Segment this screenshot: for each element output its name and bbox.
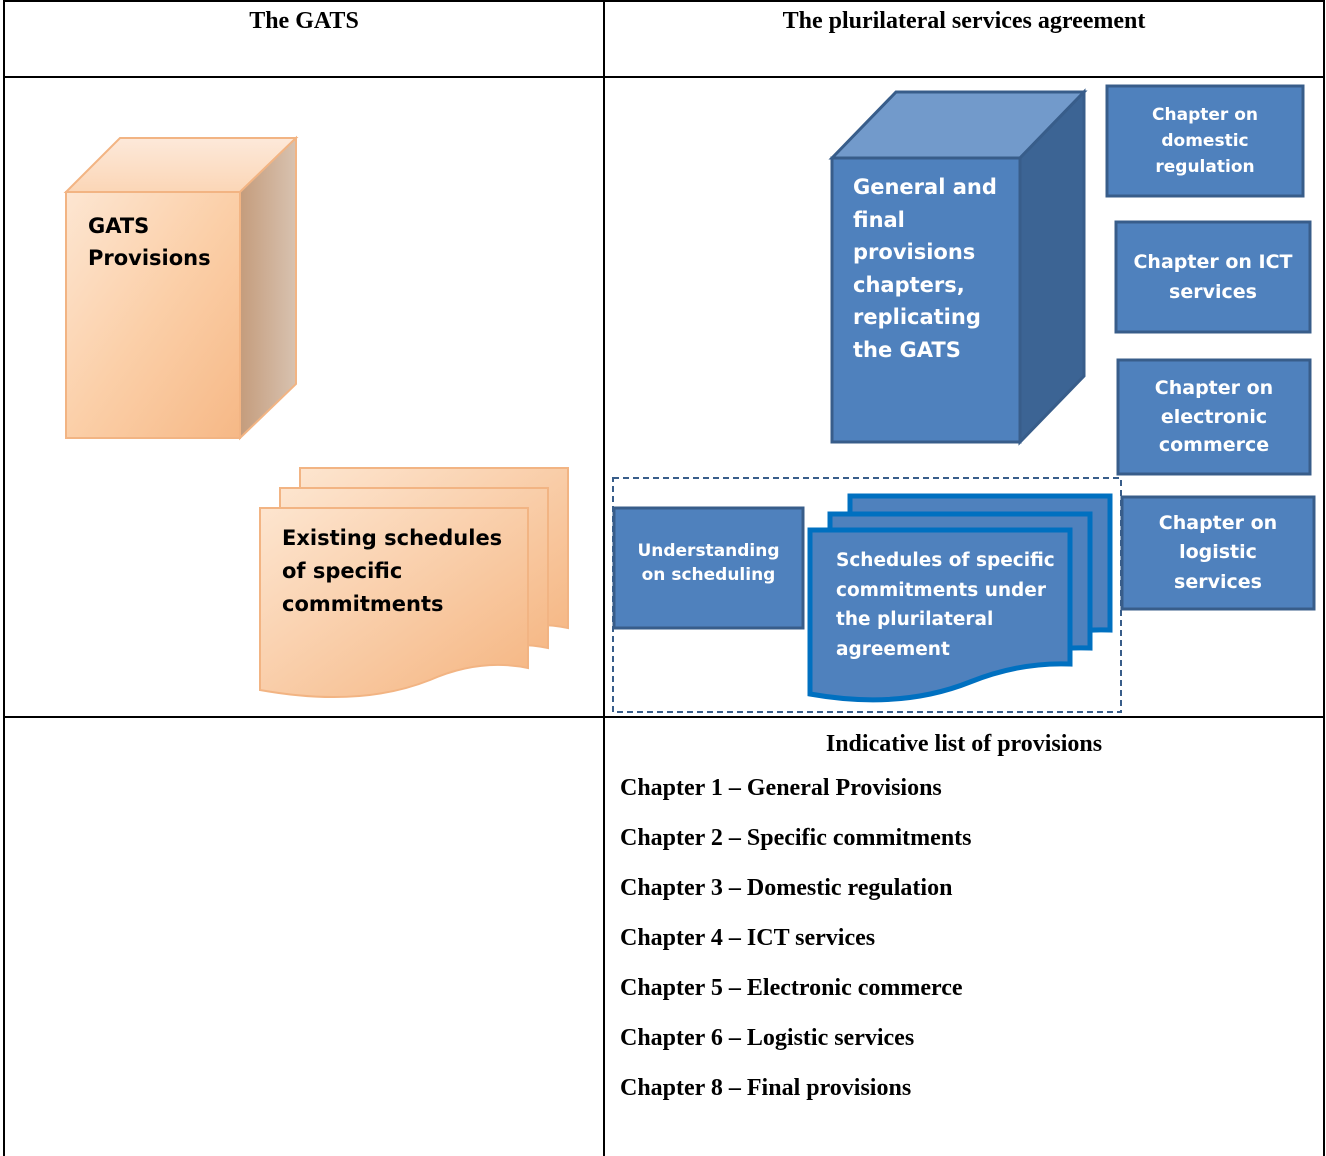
gats-provisions-cube xyxy=(63,135,299,441)
table-divider-row2 xyxy=(3,716,1325,718)
plurilateral-schedules-label: Schedules of specific commitments under … xyxy=(836,550,1055,660)
list-item: Chapter 6 – Logistic services xyxy=(620,1025,915,1051)
list-item: Chapter 1 – General Provisions xyxy=(620,775,942,801)
general-cube-front xyxy=(830,156,1022,444)
understanding-box xyxy=(612,506,805,630)
right-column-header: The plurilateral services agreement xyxy=(782,8,1146,34)
scheduling-group-dashed-border xyxy=(612,477,1122,713)
chapter-ict-services-label: Chapter on ICT services xyxy=(1133,251,1293,303)
list-item: Chapter 2 – Specific commitments xyxy=(620,825,972,851)
understanding-label: Understanding on scheduling xyxy=(637,541,780,585)
general-provisions-label: General and final provisions chapters, r… xyxy=(853,175,997,362)
chapter-ict-services-box xyxy=(1114,220,1312,334)
table-border-left xyxy=(3,0,5,1156)
chapter-electronic-commerce-box xyxy=(1116,358,1312,476)
table-border-top xyxy=(3,0,1325,2)
existing-schedules-stack xyxy=(259,467,569,698)
plurilateral-schedule-front xyxy=(807,527,1073,703)
table-divider-row1 xyxy=(3,76,1325,78)
gats-cube-front xyxy=(65,191,241,439)
list-item: Chapter 3 – Domestic regulation xyxy=(620,875,953,901)
list-item: Chapter 8 – Final provisions xyxy=(620,1075,912,1101)
list-item: Chapter 5 – Electronic commerce xyxy=(620,975,963,1001)
gats-provisions-label: GATS Provisions xyxy=(88,214,211,270)
chapter-domestic-regulation-box xyxy=(1105,84,1305,198)
general-provisions-cube xyxy=(828,88,1088,446)
existing-schedules-label: Existing schedules of specific commitmen… xyxy=(282,526,503,616)
existing-schedule-front xyxy=(259,507,529,698)
plurilateral-schedules-stack xyxy=(807,493,1113,703)
chapter-logistic-services-box xyxy=(1120,495,1316,611)
table-divider-vertical xyxy=(603,0,605,1156)
indicative-list-title: Indicative list of provisions xyxy=(825,731,1103,757)
left-column-header: The GATS xyxy=(249,8,359,34)
indicative-list: Chapter 1 – General Provisions Chapter 2… xyxy=(620,770,972,1120)
list-item: Chapter 4 – ICT services xyxy=(620,925,876,951)
chapter-logistic-services-label: Chapter on logistic services xyxy=(1158,511,1278,593)
chapter-domestic-regulation-label: Chapter on domestic regulation xyxy=(1152,105,1258,177)
gats-cube-side xyxy=(239,135,297,441)
chapter-electronic-commerce-label: Chapter on electronic commerce xyxy=(1154,377,1274,457)
table-border-right xyxy=(1323,0,1325,1156)
